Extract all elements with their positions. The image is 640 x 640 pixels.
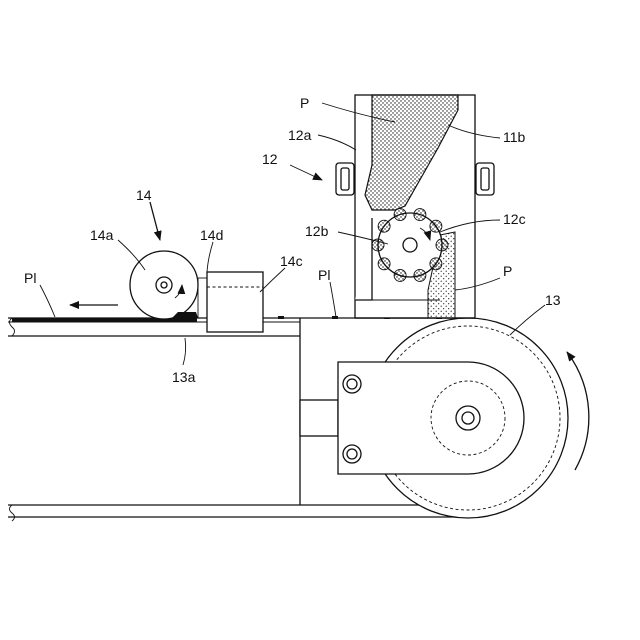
rotor-tooth: [430, 220, 442, 232]
drum-13: [338, 318, 589, 518]
label-frame: 12a: [288, 127, 312, 143]
rotor-tooth: [394, 209, 406, 221]
label-conveyor: 13: [545, 292, 561, 308]
label-roller: 14a: [90, 227, 114, 243]
label-hopper-rotor: 12b: [305, 223, 329, 239]
feeder-12: [336, 95, 494, 318]
label-powder-side: P: [503, 263, 512, 279]
rotor-tooth: [378, 220, 390, 232]
label-plate-left: Pl: [24, 270, 36, 286]
label-powder-top: P: [300, 95, 309, 111]
label-box: 14c: [280, 253, 303, 269]
rotor-tooth: [436, 239, 448, 251]
label-rotor-edge: 12c: [503, 211, 526, 227]
roller-unit-14: [70, 202, 263, 332]
rotor-tooth: [414, 209, 426, 221]
label-plate-right: Pl: [318, 267, 330, 283]
rotor-tooth: [378, 258, 390, 270]
label-cover: 14d: [200, 227, 223, 243]
rotor-tooth: [430, 258, 442, 270]
rotor-tooth: [414, 269, 426, 281]
label-roller-unit: 14: [136, 187, 152, 203]
rotor-tooth: [394, 269, 406, 281]
label-belt: 13a: [172, 369, 196, 385]
label-scraper: 11b: [503, 129, 526, 145]
label-feeder: 12: [262, 151, 278, 167]
